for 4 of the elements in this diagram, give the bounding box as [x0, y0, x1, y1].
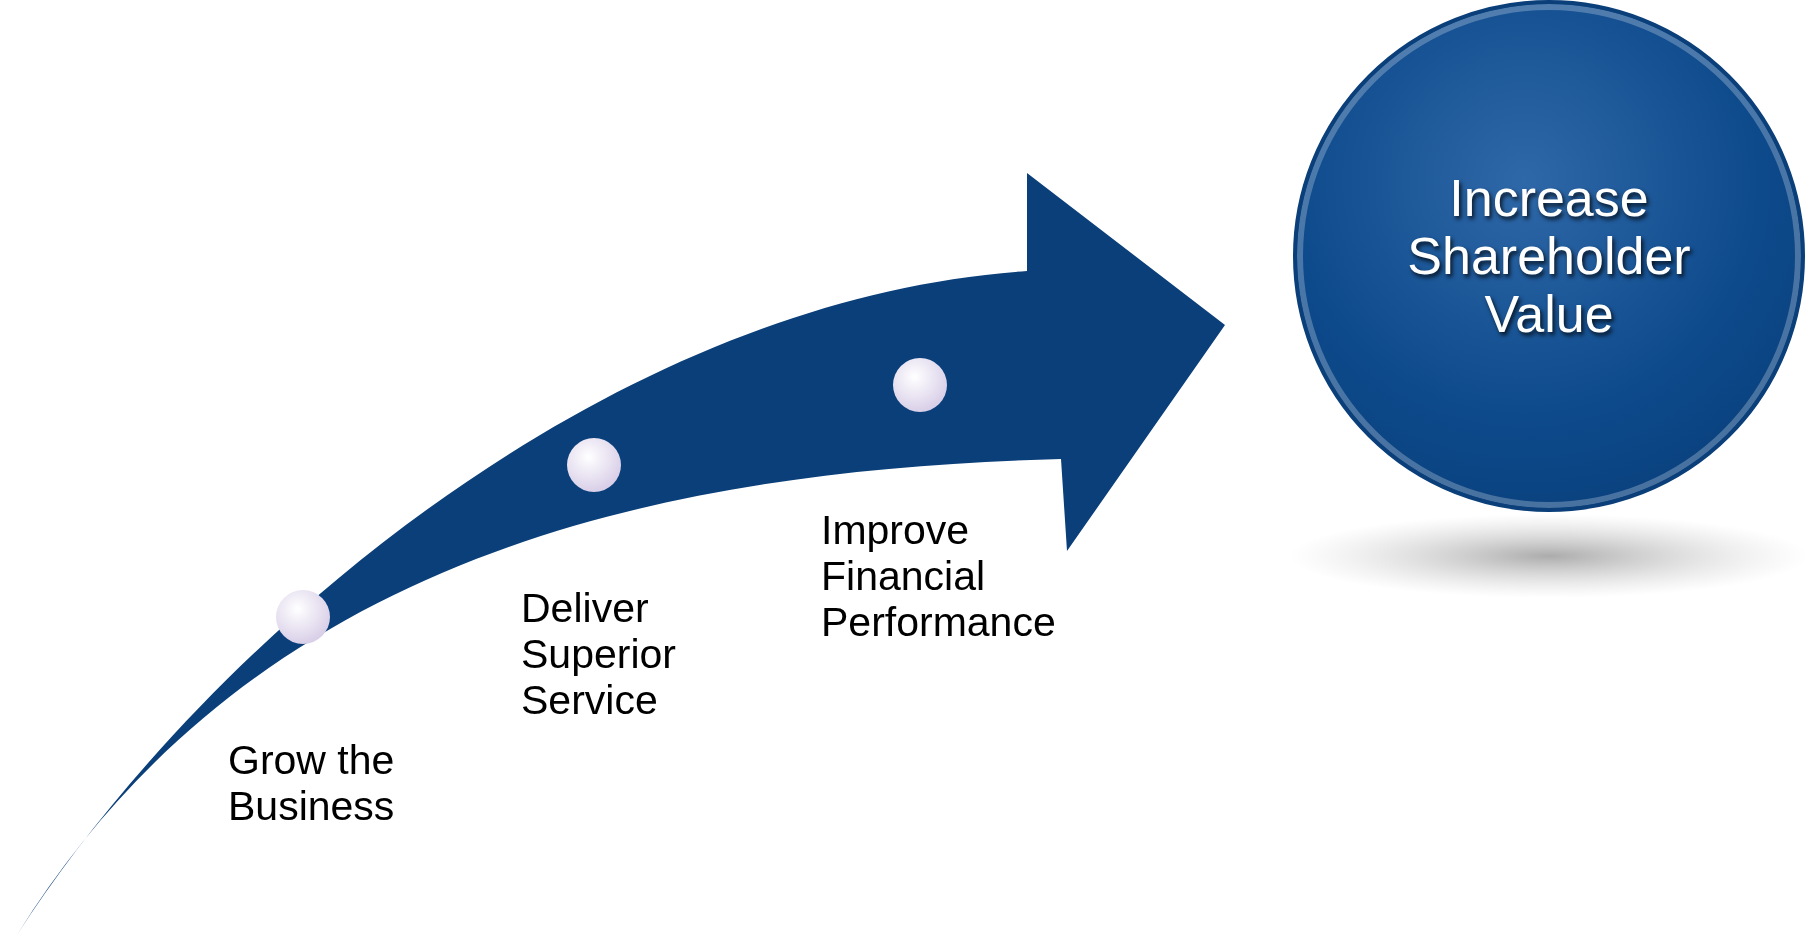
- milestone-label: Grow the Business: [228, 738, 396, 830]
- goal-text: Increase Shareholder Value: [1406, 168, 1692, 344]
- milestone-label: Improve Financial Performance: [821, 508, 1057, 646]
- milestone-label: Deliver Superior Service: [521, 586, 677, 724]
